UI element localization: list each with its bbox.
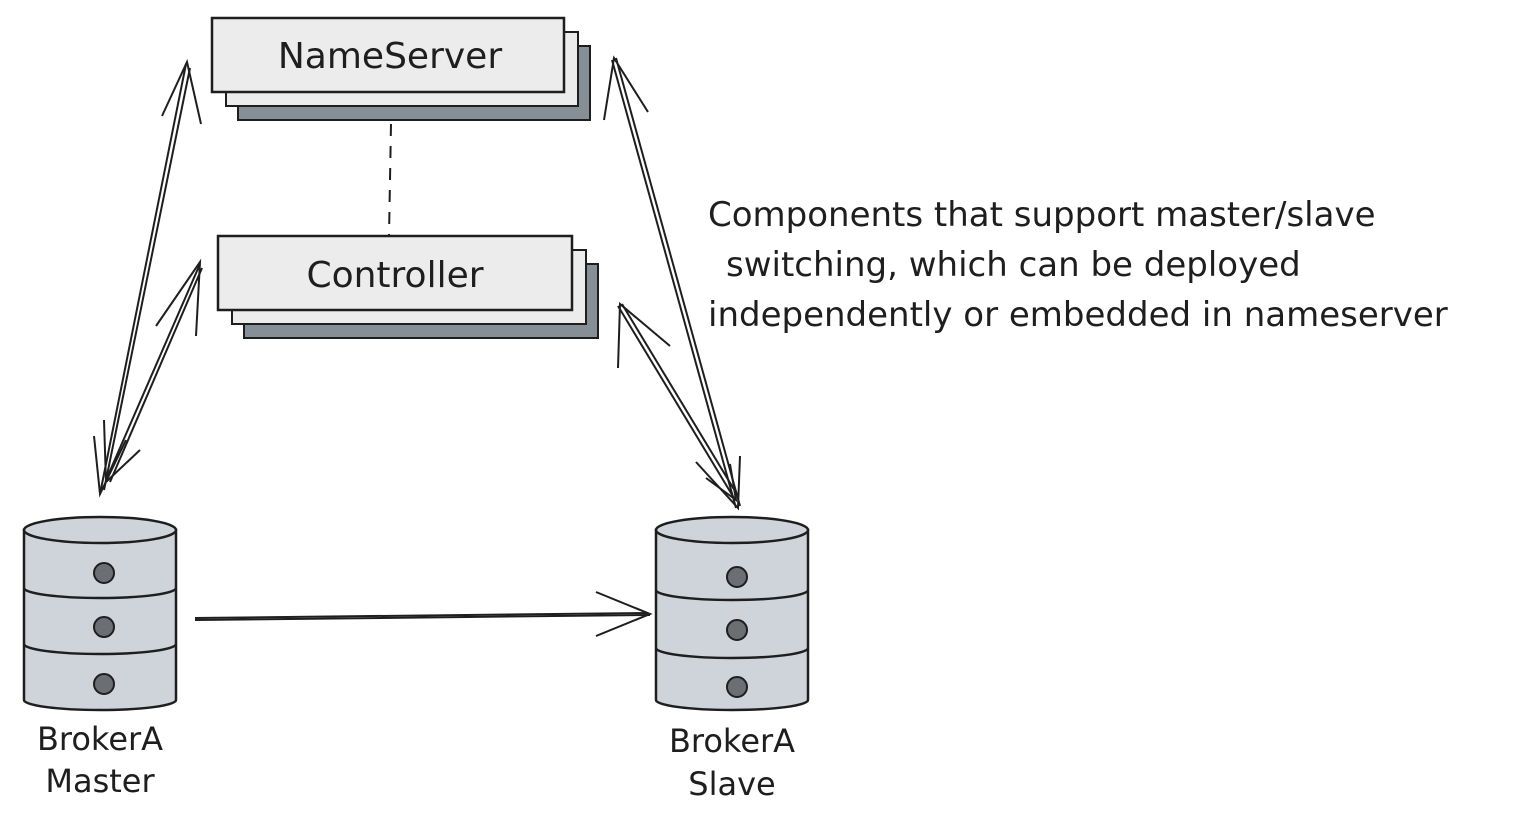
broker-master-top [22,515,178,545]
broker-master-node: BrokerA Master [22,515,178,800]
broker-master-dot-1 [93,562,115,584]
broker-slave-top [654,515,810,545]
arrowhead-up [617,301,671,369]
arrow-master-nameserver [93,58,202,498]
arrow-slave-nameserver [603,55,741,511]
annotation-note: Components that support master/slave swi… [708,195,1448,335]
broker-slave-ring-2 [654,647,810,660]
broker-master-dot-3 [93,673,115,695]
nameserver-label: NameServer [278,36,502,77]
arrowhead-up [603,55,649,121]
arrowhead-up [161,58,202,125]
broker-master-ring-2 [22,643,178,656]
arrowhead-down [695,455,741,511]
broker-master-label-line1: BrokerA [37,720,163,758]
broker-slave-dot-2 [726,619,748,641]
nameserver-node: NameServer [210,16,591,121]
broker-slave-dot-1 [726,566,748,588]
broker-master-ring-1 [22,587,178,600]
controller-label: Controller [306,255,483,296]
arrowhead-down [93,435,127,498]
broker-slave-node: BrokerA Slave [654,515,810,803]
broker-slave-dot-3 [726,676,748,698]
connectors [93,55,741,637]
arrowhead-down [705,463,738,503]
arrow-master-slave [194,591,653,637]
arrowhead-right [595,591,653,637]
arrowhead-down [103,419,141,485]
broker-slave-label-line1: BrokerA [669,722,795,760]
broker-master-label-line2: Master [45,762,155,800]
broker-slave-ring-1 [654,589,810,602]
controller-node: Controller [216,234,599,339]
broker-slave-label-line2: Slave [688,765,775,803]
controller-box [216,234,574,312]
arrowhead-up [155,258,202,337]
note-line-3: independently or embedded in nameserver [708,295,1448,335]
arrow-master-controller [103,258,203,485]
note-line-2: switching, which can be deployed [726,245,1301,285]
arrow-slave-controller [617,301,739,503]
broker-slave-cylinder [654,528,810,712]
note-line-1: Components that support master/slave [708,195,1376,235]
nameserver-box [210,16,566,94]
broker-master-dot-2 [93,616,115,638]
dashed-connector [388,123,392,237]
